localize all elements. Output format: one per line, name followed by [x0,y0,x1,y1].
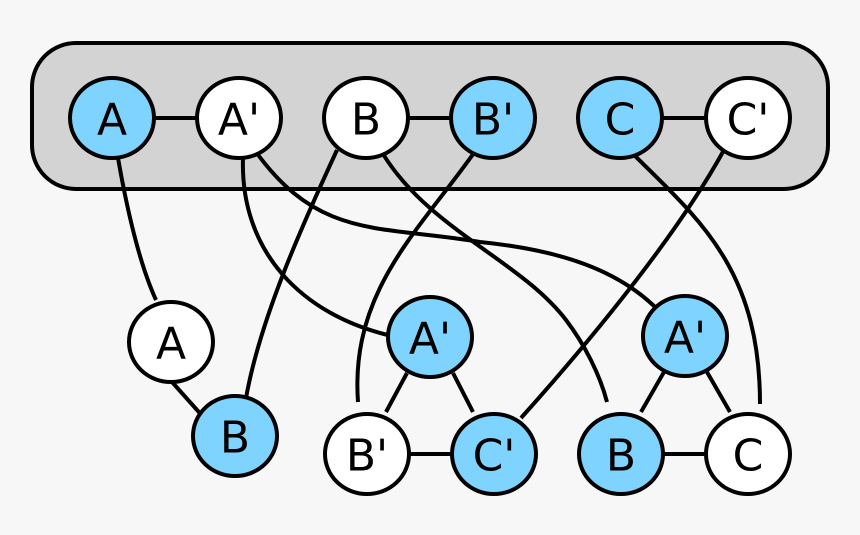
edge-b-to-right-b [381,152,609,403]
edge-c-to-right-c [631,152,762,405]
node-lA: A [127,300,215,384]
edge-mid-ap-bp [384,372,409,413]
node-label: B [606,431,636,482]
node-mBp: B' [323,412,411,496]
node-gC: C [576,76,664,160]
node-circle [323,412,411,496]
edge-mid-ap-cp [451,372,475,413]
node-gB: B [322,76,410,160]
node-circle [191,394,279,478]
node-circle [195,76,283,160]
node-rB: B [577,412,665,496]
node-circle [322,76,410,160]
node-circle [386,295,474,379]
node-label: A [97,95,127,146]
node-label: B [351,95,381,146]
node-gAp: A' [195,76,283,160]
cluster-edges [170,371,732,456]
node-mCp: C' [450,412,538,496]
node-circle [704,412,792,496]
node-circle [127,300,215,384]
node-circle [449,76,537,160]
node-rC: C [704,412,792,496]
node-label: A' [409,314,451,365]
node-label: A [156,319,186,370]
node-label: A' [218,95,260,146]
node-label: C' [727,95,770,146]
node-lB: B [191,394,279,478]
node-label: A' [664,313,706,364]
node-circle [704,76,792,160]
node-circle [577,412,665,496]
node-rAp: A' [641,294,729,378]
node-mAp: A' [386,295,474,379]
node-label: B [220,413,250,464]
edge-a-to-left-a [116,157,158,301]
node-label: C' [473,431,516,482]
node-circle [450,412,538,496]
edge-bp-to-mid-bp [355,148,478,403]
node-circle [641,294,729,378]
edge-cp-to-mid-cp [519,149,726,420]
edge-right-ap-c [705,371,732,413]
node-label: C [605,95,636,146]
edge-right-ap-b [639,371,666,413]
node-gBp: B' [449,76,537,160]
edge-ap-to-right-ap [254,150,662,314]
edge-ap-to-mid-ap [240,157,393,338]
node-label: B' [346,431,388,482]
node-label: C [733,431,764,482]
node-gA: A [68,76,156,160]
node-circle [68,76,156,160]
node-gCp: C' [704,76,792,160]
cross-edges [116,148,762,420]
node-label: B' [472,95,514,146]
node-circle [576,76,664,160]
